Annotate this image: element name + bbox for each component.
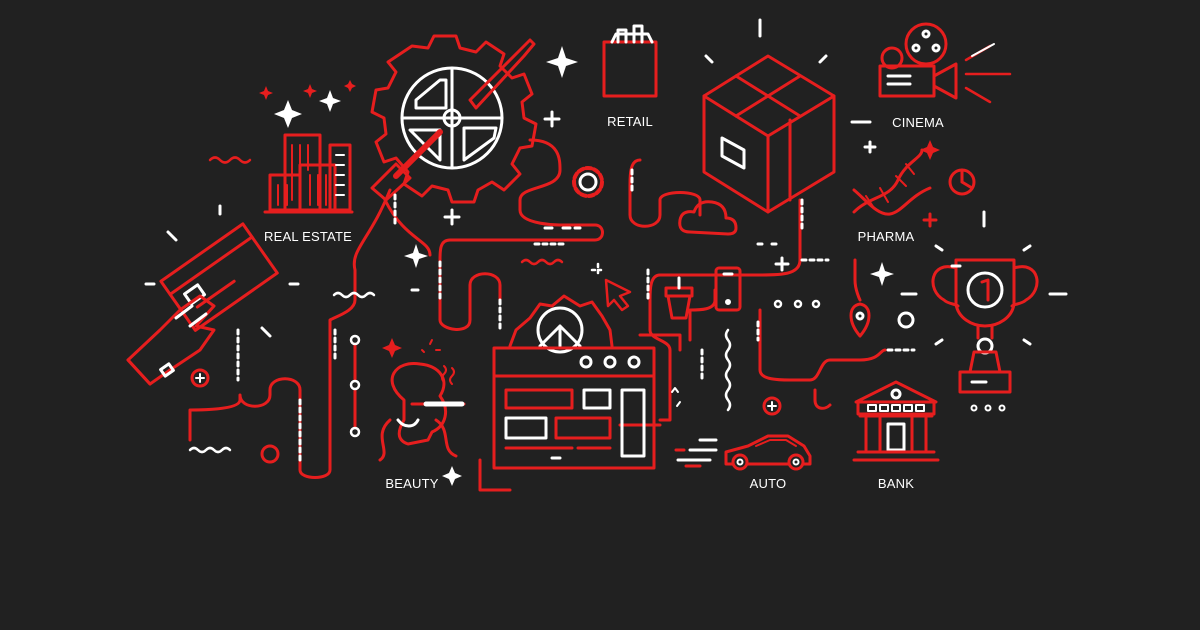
- label-bank: BANK: [877, 476, 915, 491]
- trophy-icon: [931, 258, 1039, 394]
- credit-card-hand-icon: [126, 222, 279, 386]
- connector-lines: [188, 138, 887, 492]
- shipping-box-icon: [702, 54, 836, 214]
- sparkle-icons: [274, 46, 894, 486]
- label-retail: RETAIL: [607, 114, 653, 129]
- shopping-bag-icon: [602, 24, 658, 98]
- beauty-woman-icon: [378, 339, 466, 462]
- sports-car-icon: [674, 434, 812, 471]
- label-real-estate: REAL ESTATE: [264, 229, 352, 244]
- label-cinema: CINEMA: [892, 115, 944, 130]
- label-pharma: PHARMA: [857, 229, 915, 244]
- location-pin-icon: [849, 302, 871, 338]
- plus-icons: [144, 18, 1068, 346]
- film-camera-icon: [878, 22, 1012, 104]
- browser-window-icon: [492, 294, 656, 470]
- wavy-lines: [188, 291, 732, 454]
- small-gear-icon: [572, 166, 604, 198]
- slider-dots: [349, 299, 1006, 438]
- cloud-icon: [678, 200, 738, 236]
- gear-tools-icon: [370, 34, 538, 204]
- label-auto: AUTO: [749, 476, 787, 491]
- dashed-connectors: [236, 168, 916, 462]
- cursor-icon: [590, 262, 632, 312]
- dna-helix-icon: [852, 148, 932, 216]
- coffee-cup-icon: [664, 276, 694, 320]
- real-estate-buildings-icon: [208, 133, 354, 214]
- pie-chart-icon: [948, 168, 976, 196]
- smartphone-icon: [714, 266, 742, 312]
- label-beauty: BEAUTY: [385, 476, 439, 491]
- bank-building-icon: [852, 380, 940, 462]
